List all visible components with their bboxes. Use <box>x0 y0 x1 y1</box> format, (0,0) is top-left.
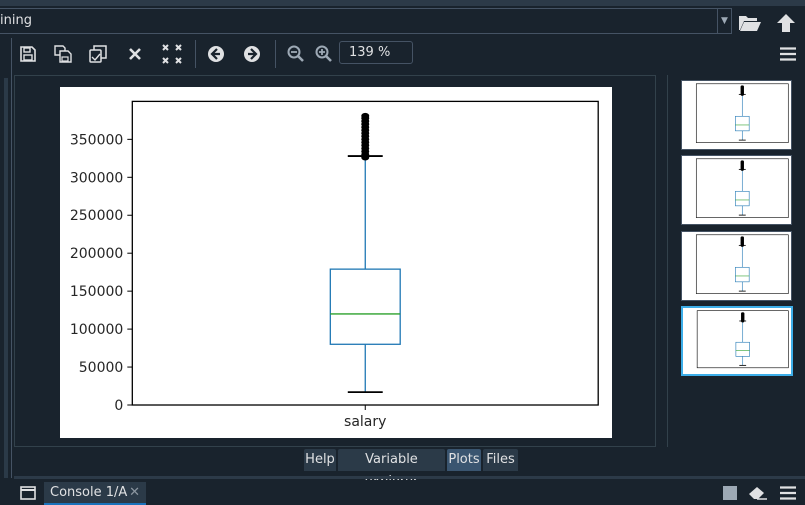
y-tick-label: 100000 <box>70 322 123 338</box>
plot-thumbnail[interactable] <box>681 80 792 150</box>
console-tab-bar: Console 1/A ✕ <box>0 480 805 505</box>
outlier-point <box>361 112 370 119</box>
folder-open-icon[interactable] <box>736 10 764 36</box>
working-directory-text: ining <box>0 13 32 28</box>
tab-variable-explorer[interactable]: Variable explorer <box>338 449 445 489</box>
tab-help[interactable]: Help <box>304 449 336 471</box>
console-tab-label: Console 1/A <box>50 485 128 500</box>
iqr-box <box>329 268 401 345</box>
tab-console[interactable]: Console 1/A ✕ <box>44 482 146 505</box>
eraser-icon[interactable] <box>748 483 768 503</box>
y-tick-label: 150000 <box>70 284 123 300</box>
close-tab-icon[interactable]: ✕ <box>129 485 140 500</box>
close-icon[interactable] <box>121 40 149 68</box>
working-directory-bar: ining ▼ <box>0 0 805 38</box>
zoom-out-icon[interactable] <box>282 40 310 68</box>
close-all-icon[interactable] <box>158 40 186 68</box>
y-tick-label: 0 <box>114 398 123 414</box>
console-options-icon[interactable] <box>778 483 798 503</box>
y-tick-label: 300000 <box>70 170 123 186</box>
chevron-down-icon[interactable]: ▼ <box>717 9 731 33</box>
browse-tabs-icon[interactable] <box>18 483 38 503</box>
tab-files[interactable]: Files <box>483 449 518 471</box>
next-plot-icon[interactable] <box>238 40 266 68</box>
plot-thumbnail-selected[interactable] <box>681 306 793 376</box>
y-tick-label: 50000 <box>79 360 124 376</box>
previous-plot-icon[interactable] <box>202 40 230 68</box>
y-tick-label: 250000 <box>70 208 123 224</box>
thumbnails-panel <box>667 75 805 447</box>
y-tick-label: 200000 <box>70 246 123 262</box>
plot-thumbnail[interactable] <box>681 231 792 301</box>
left-pane-edge <box>0 38 12 478</box>
splitter-handle[interactable] <box>658 75 666 447</box>
pane-divider[interactable] <box>14 476 805 479</box>
boxplot-chart: 0 50000 100000 150000 200000 250000 300000 3500… <box>70 100 599 430</box>
working-directory-combo[interactable]: ining ▼ <box>0 8 732 34</box>
copy-icon[interactable] <box>84 40 112 68</box>
plot-canvas-area: 0 50000 100000 150000 200000 250000 300000 3500… <box>14 75 656 447</box>
x-tick-label: salary <box>344 414 386 430</box>
stop-icon[interactable] <box>720 483 740 503</box>
pane-tab-bar: Help Variable explorer Plots Files <box>0 448 805 489</box>
save-all-icon[interactable] <box>49 40 77 68</box>
save-icon[interactable] <box>14 40 42 68</box>
plot-thumbnail[interactable] <box>681 155 792 225</box>
plot-figure: 0 50000 100000 150000 200000 250000 300000 3500… <box>60 87 612 438</box>
y-tick-label: 350000 <box>70 132 123 148</box>
zoom-level-field[interactable]: 139 % <box>339 41 413 64</box>
plots-toolbar: 139 % <box>14 38 805 70</box>
tab-plots[interactable]: Plots <box>447 449 481 471</box>
options-menu-icon[interactable] <box>774 40 802 68</box>
arrow-up-icon[interactable] <box>772 10 800 36</box>
zoom-in-icon[interactable] <box>310 40 338 68</box>
